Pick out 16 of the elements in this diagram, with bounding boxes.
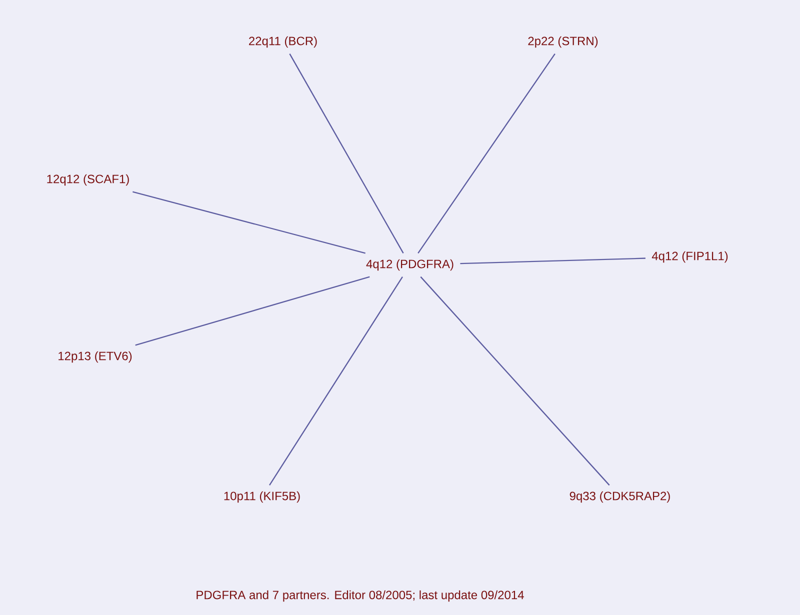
connector-line: [460, 258, 646, 264]
gene-label: 2p22 (STRN): [528, 36, 598, 48]
connector-line: [132, 191, 366, 254]
gene-label: 12q12 (SCAF1): [47, 174, 129, 186]
gene-label: 9q33 (CDK5RAP2): [570, 491, 670, 503]
caption: PDGFRA and 7 partners. Editor 08/2005; last update 09/2014: [196, 590, 524, 602]
gene-label: 10p11 (KIF5B): [224, 491, 300, 503]
connector-line: [418, 53, 556, 254]
gene-label: 4q12 (PDGFRA): [366, 259, 454, 271]
gene-label: 22q11 (BCR): [249, 36, 317, 48]
connector-line: [420, 276, 610, 486]
connector-line: [289, 54, 404, 254]
connector-line: [135, 276, 370, 346]
gene-label: 12p13 (ETV6): [58, 351, 132, 363]
gene-label: 4q12 (FIP1L1): [652, 251, 728, 263]
connector-line: [269, 276, 403, 486]
